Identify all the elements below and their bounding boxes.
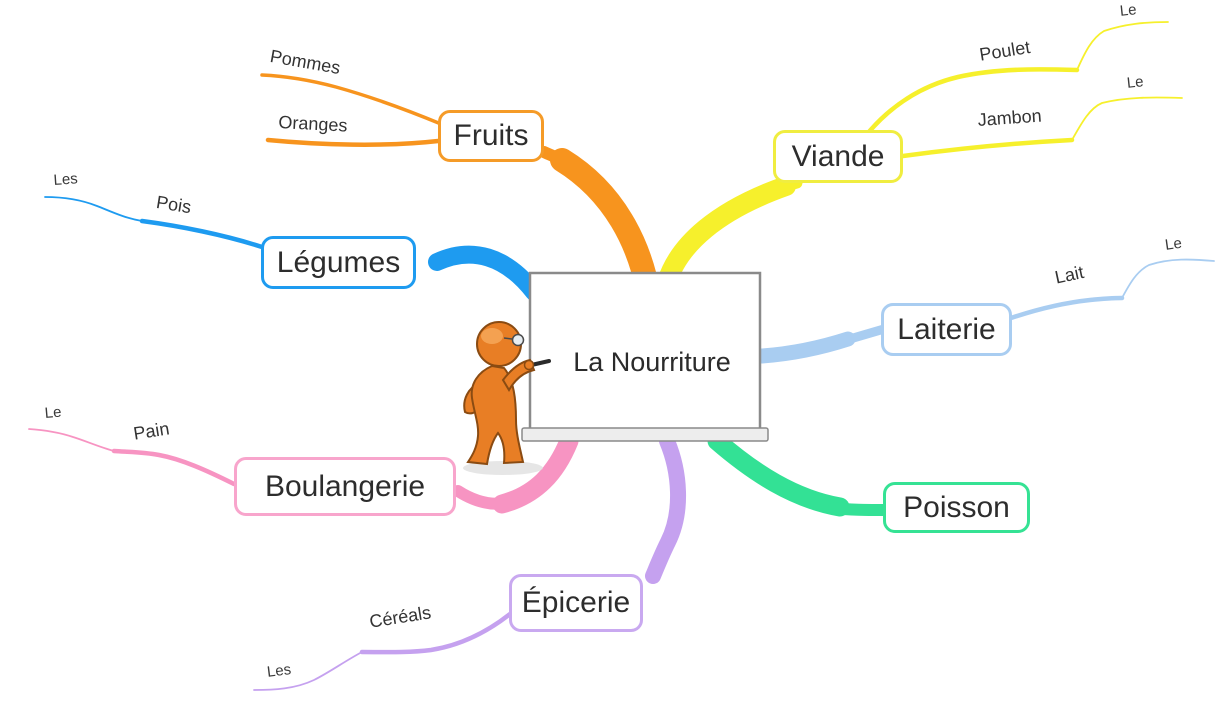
node-epicerie[interactable]: Épicerie (509, 574, 643, 632)
central-whiteboard[interactable] (521, 271, 769, 442)
branch-cereals-les-path (253, 651, 363, 691)
branch-legumes-path (44, 196, 543, 301)
branch-viande-path (657, 21, 1183, 292)
node-laiterie[interactable]: Laiterie (881, 303, 1012, 356)
branch-poisson-path (707, 431, 890, 517)
branch-oranges-path (265, 137, 441, 147)
subnode-cereals-les[interactable]: Les (266, 661, 293, 681)
subnode-jambon[interactable]: Jambon (977, 105, 1043, 130)
subnode-poulet-le[interactable]: Le (1119, 1, 1138, 20)
subnode-oranges[interactable]: Oranges (277, 112, 348, 136)
branch-boulangerie-path (28, 428, 579, 514)
branch-poulet-le-path (1076, 21, 1169, 71)
branch-poulet-path (865, 67, 1080, 136)
presenter-figure-icon (463, 321, 551, 475)
subnode-pain-le[interactable]: Le (44, 403, 63, 422)
subnode-jambon-le[interactable]: Le (1126, 73, 1145, 92)
branch-epicerie-path (253, 433, 687, 691)
node-poisson[interactable]: Poisson (883, 482, 1030, 533)
subnode-lait-le[interactable]: Le (1164, 234, 1183, 254)
subnode-pois-les[interactable]: Les (53, 170, 79, 189)
branch-jambon-le-path (1071, 96, 1183, 141)
branch-pain-le-path (28, 428, 115, 452)
branch-laiterie-path (754, 258, 1215, 364)
node-fruits[interactable]: Fruits (438, 110, 544, 162)
branch-lait-path (1008, 295, 1125, 321)
branch-cereals-path (359, 611, 513, 655)
branch-jambon-path (900, 137, 1075, 159)
branch-lait-le-path (1121, 258, 1215, 299)
central-topic-label[interactable]: La Nourriture (573, 346, 731, 377)
node-viande[interactable]: Viande (773, 130, 903, 183)
branch-pois-les-path (44, 196, 143, 222)
branch-pain-path (111, 448, 237, 487)
node-boulangerie[interactable]: Boulangerie (234, 457, 456, 516)
branch-pois-path (139, 218, 265, 250)
branch-pommes-path (260, 73, 443, 126)
node-legumes[interactable]: Légumes (261, 236, 416, 289)
